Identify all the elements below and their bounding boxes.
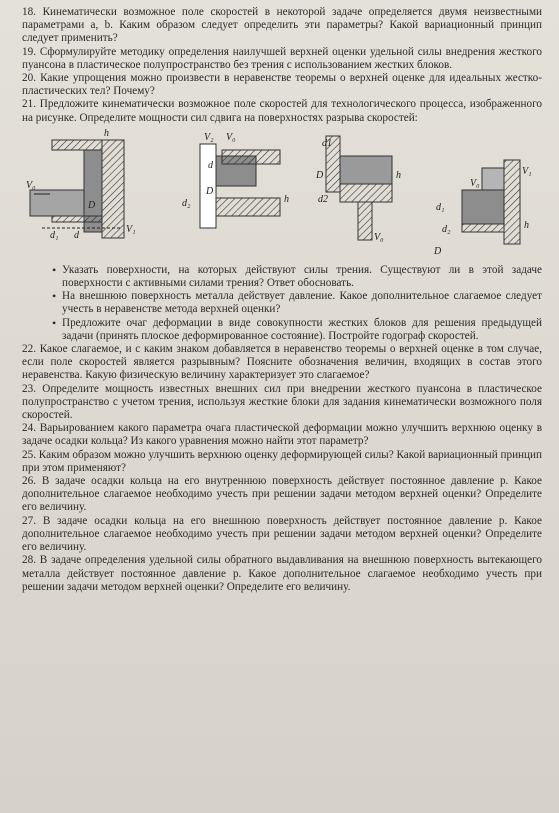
- question-27: 27. В задаче осадки кольца на его внешню…: [22, 514, 542, 554]
- fig1-label-v1: V₁: [126, 224, 136, 235]
- question-24: 24. Варьированием какого параметра очага…: [22, 422, 543, 448]
- figure-3: d1 D d2 h V₀: [315, 135, 401, 243]
- question-column: 18. Кинематически возможное поле скорост…: [22, 6, 542, 594]
- process-figures: V₀ h D d₁ d V₁ V₂ V₀ d D: [22, 128, 542, 260]
- fig4-label-d2: d₂: [442, 224, 451, 235]
- question-21: 21. Предложите кинематически возможное п…: [22, 98, 543, 124]
- fig2-label-d2: d₂: [182, 198, 191, 209]
- question-22: 22. Какое слагаемое, и с каким знаком до…: [22, 343, 542, 382]
- question-23: 23. Определите мощность известных внешни…: [22, 382, 542, 422]
- fig4-label-d1: d₁: [436, 202, 444, 213]
- question-26: 26. В задаче осадки кольца на его внутре…: [22, 475, 543, 514]
- question-20: 20. Какие упрощения можно произвести в н…: [22, 72, 542, 98]
- bullet-1: Указать поверхности, на которых действую…: [22, 264, 542, 290]
- figure-4: V₀ V₁ d₁ d₂ D h: [433, 159, 532, 257]
- question-28: 28. В задаче определения удельной силы о…: [22, 554, 542, 593]
- figure-1: V₀ h D d₁ d V₁: [26, 128, 136, 241]
- fig2-label-v0: V₀: [226, 132, 236, 143]
- fig4-right-wall: [503, 159, 521, 245]
- question-18: 18. Кинематически возможное поле скорост…: [22, 6, 543, 45]
- fig2-top-die: [221, 149, 281, 165]
- fig3-stem: [357, 201, 373, 241]
- figure-strip: V₀ h D d₁ d V₁ V₂ V₀ d D: [26, 128, 532, 257]
- question-19: 19. Сформулируйте методику определения н…: [22, 45, 543, 71]
- fig3-label-h: h: [396, 170, 401, 181]
- fig1-label-v0: V₀: [26, 180, 36, 191]
- fig4-label-h: h: [524, 220, 529, 231]
- fig2-label-h: h: [284, 194, 289, 205]
- fig4-label-v1: V₁: [522, 166, 532, 177]
- fig3-material: [339, 155, 393, 185]
- fig4-bottom-die: [461, 223, 505, 233]
- figure-2: V₂ V₀ d D d₂ h: [182, 132, 289, 229]
- fig3-label-d1: d1: [322, 138, 332, 149]
- fig3-bottom-die: [339, 183, 393, 203]
- fig2-label-D: D: [205, 186, 214, 197]
- fig4-flow: [481, 167, 505, 191]
- fig3-label-d2: d2: [318, 194, 328, 205]
- fig4-label-v0: V₀: [470, 178, 480, 189]
- fig2-bottom-die: [215, 197, 281, 217]
- bullet-3: Предложите очаг деформации в виде совоку…: [22, 317, 542, 343]
- question-25: 25. Каким образом можно улучшить верхнюю…: [22, 448, 543, 474]
- fig3-label-v0: V₀: [374, 232, 384, 243]
- fig1-label-d1: d₁: [50, 230, 58, 241]
- fig3-label-D: D: [315, 170, 324, 181]
- fig4-label-D: D: [433, 246, 442, 257]
- fig1-label-D: D: [87, 200, 96, 211]
- fig1-label-h: h: [104, 128, 109, 139]
- fig1-right-wall: [101, 139, 125, 239]
- fig2-label-d: d: [208, 160, 214, 171]
- fig1-label-d: d: [74, 230, 80, 241]
- fig2-label-v2: V₂: [204, 132, 214, 143]
- bullet-2: На внешнюю поверхность металла действует…: [22, 290, 542, 316]
- fig1-bottom-die: [51, 215, 103, 223]
- fig4-material: [461, 189, 505, 225]
- fig1-top-die: [51, 139, 103, 151]
